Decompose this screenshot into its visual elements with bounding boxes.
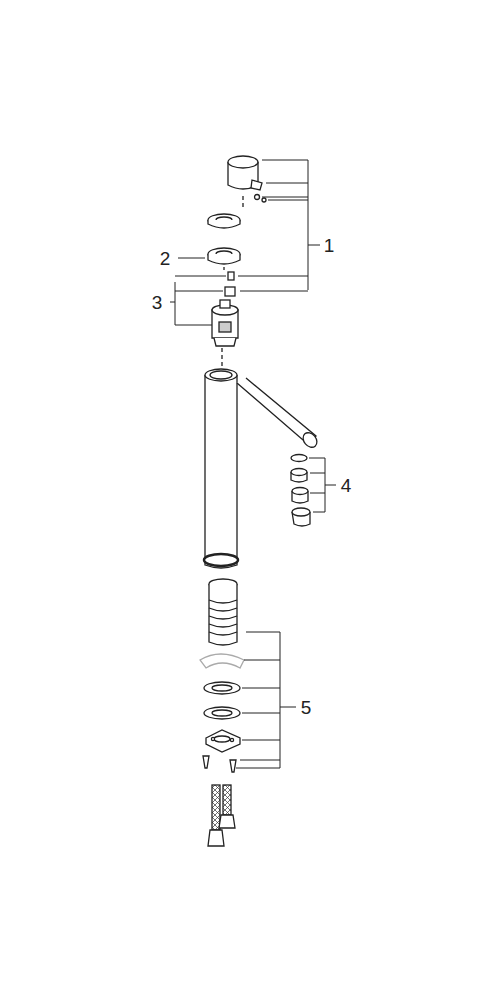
threaded-shank bbox=[209, 579, 237, 645]
handle bbox=[228, 156, 266, 202]
callout-number: 1 bbox=[322, 235, 337, 256]
callout-number: 3 bbox=[150, 292, 165, 313]
mounting-kit bbox=[200, 654, 244, 772]
callout-number: 5 bbox=[299, 697, 314, 718]
nut-ring bbox=[208, 248, 240, 264]
faucet-body bbox=[205, 369, 320, 568]
callout-number: 2 bbox=[158, 248, 173, 269]
o-ring bbox=[204, 554, 238, 566]
callout-number: 4 bbox=[339, 475, 354, 496]
cartridge bbox=[212, 272, 238, 346]
leader-lines bbox=[170, 160, 336, 768]
supply-hoses bbox=[208, 785, 235, 846]
cover-ring bbox=[208, 214, 240, 228]
aerator bbox=[291, 455, 310, 527]
